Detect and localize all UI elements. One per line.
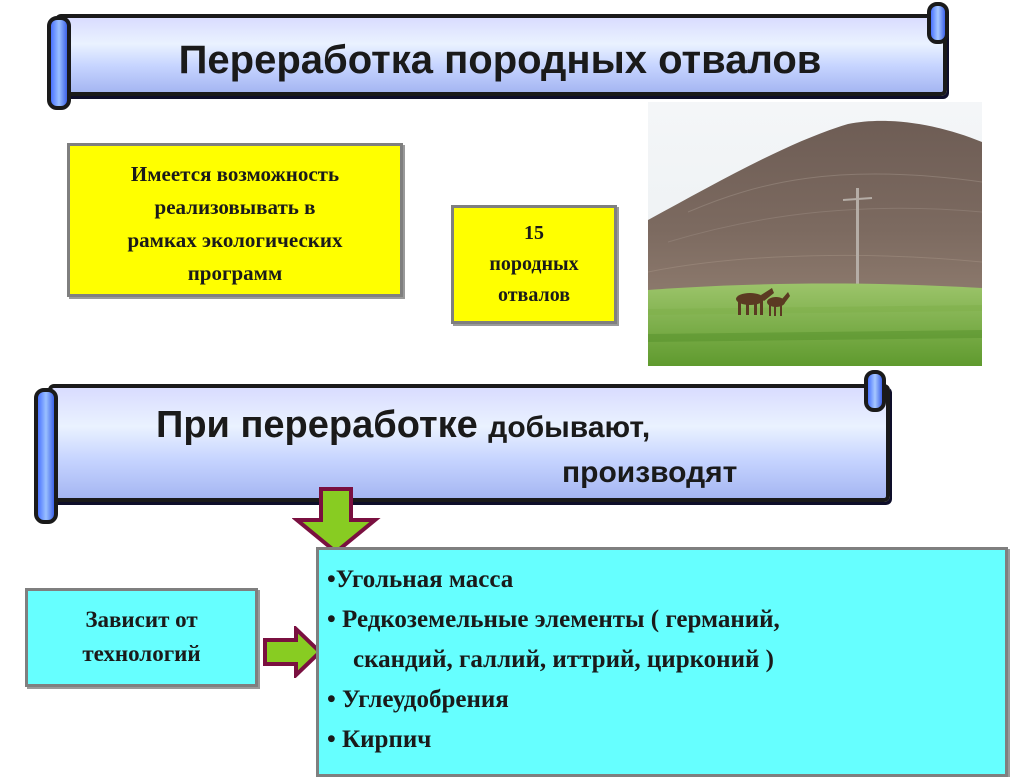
product-item: скандий, галлий, иттрий, цирконий )	[353, 646, 774, 673]
right-arrow-icon	[263, 626, 323, 678]
down-arrow-icon	[292, 487, 381, 555]
processing-line-1: При переработке добывают,	[156, 404, 650, 447]
possibility-line-2: реализовывать в	[154, 195, 316, 219]
processing-scroll-body	[48, 384, 890, 502]
depends-line-1: Зависит от	[85, 607, 198, 632]
spoil-heap-illustration	[648, 102, 982, 366]
depends-box: Зависит от технологий	[25, 588, 258, 687]
page-title: Переработка породных отвалов	[178, 38, 822, 82]
count-number: 15	[524, 222, 544, 244]
products-box: •Угольная масса • Редкоземельные элемент…	[316, 547, 1008, 777]
product-item: • Углеудобрения	[327, 686, 509, 713]
product-item: •Угольная масса	[327, 566, 514, 593]
possibility-line-4: программ	[187, 261, 283, 285]
title-scroll-left-curl	[47, 16, 71, 110]
processing-line-1-small: добывают,	[488, 411, 651, 444]
spoil-heap-photo	[648, 102, 982, 366]
count-line-3: отвалов	[497, 284, 571, 306]
processing-line-1-large: При переработке	[156, 404, 489, 446]
product-item: • Кирпич	[327, 726, 432, 753]
processing-scroll-right-curl	[864, 370, 886, 412]
title-scroll-body	[55, 14, 947, 96]
product-item: • Редкоземельные элементы ( германий,	[327, 606, 780, 633]
depends-line-2: технологий	[82, 641, 201, 666]
possibility-box: Имеется возможность реализовывать в рамк…	[67, 143, 403, 297]
processing-scroll: При переработке добывают, производят	[0, 360, 1024, 530]
processing-scroll-left-curl	[34, 388, 58, 524]
title-scroll: Переработка породных отвалов	[0, 0, 1024, 110]
count-line-2: породных	[489, 253, 579, 275]
possibility-line-1: Имеется возможность	[130, 162, 340, 186]
count-box: 15 породных отвалов	[451, 205, 617, 324]
processing-line-2: производят	[562, 456, 738, 489]
possibility-line-3: рамках экологических	[127, 228, 343, 252]
title-scroll-right-curl	[927, 2, 949, 44]
